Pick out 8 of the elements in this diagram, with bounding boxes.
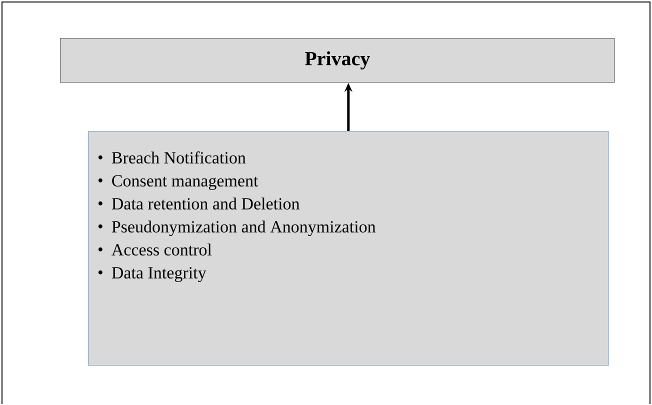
title-box: Privacy (60, 38, 615, 83)
list-box (88, 131, 609, 366)
bullet-item: Access control (98, 244, 212, 256)
bullet-item: Pseudonymization and Anonymization (98, 220, 376, 236)
bullet-item: Data retention and Deletion (98, 198, 300, 210)
bullet-item: Data Integrity (98, 267, 206, 282)
bullet-item: Breach Notification (98, 151, 246, 164)
bullet-item: Consent management (98, 175, 258, 190)
